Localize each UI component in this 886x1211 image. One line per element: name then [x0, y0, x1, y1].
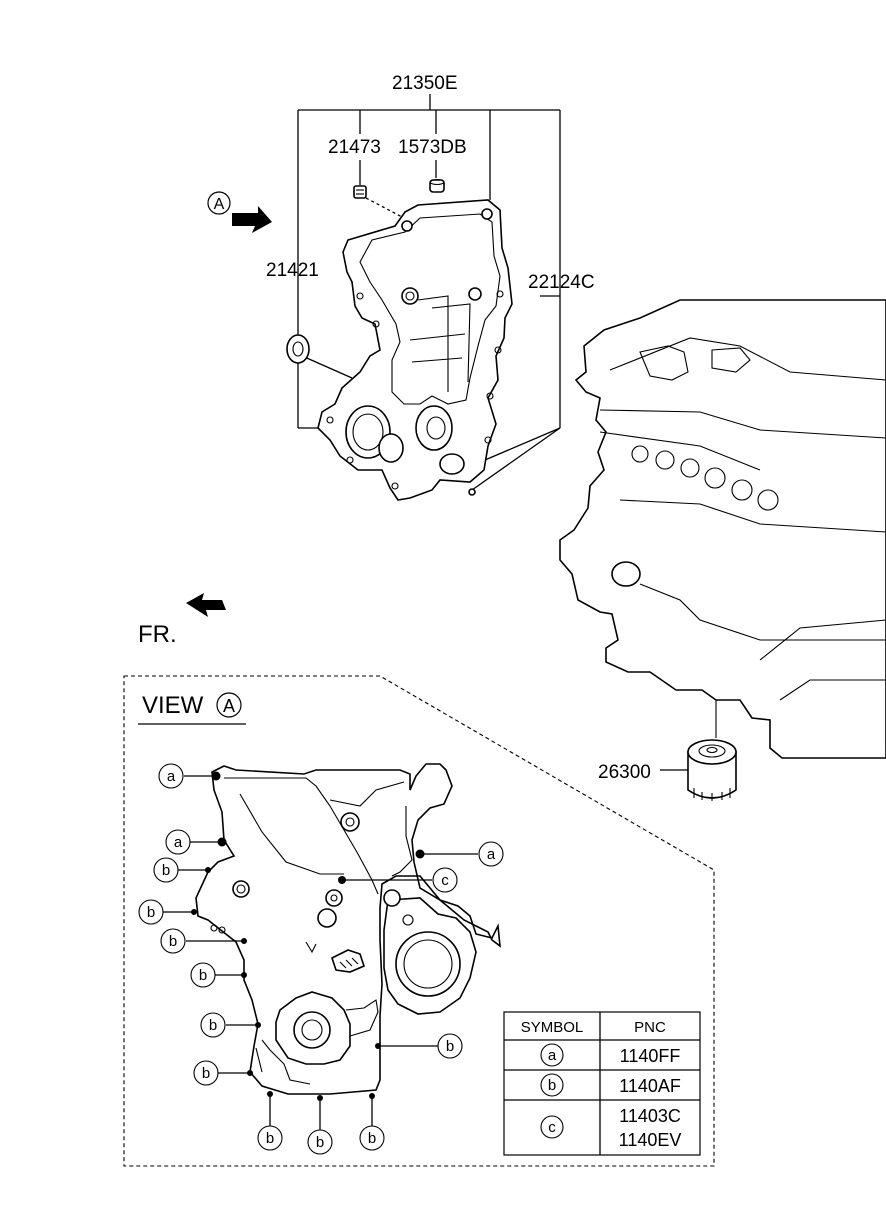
table-pnc-c2[interactable]: 1140EV: [619, 1130, 682, 1150]
view-a-leaders: [163, 775, 478, 1130]
callout-b[interactable]: b: [200, 1012, 226, 1038]
plug-icon[interactable]: [353, 185, 367, 199]
callout-a[interactable]: a: [478, 841, 504, 867]
svg-text:b: b: [368, 1130, 376, 1147]
view-title: VIEW: [142, 692, 204, 719]
callout-b[interactable]: b: [190, 962, 216, 988]
callout-b[interactable]: b: [160, 928, 186, 954]
svg-text:b: b: [147, 904, 155, 921]
callout-b[interactable]: b: [153, 857, 179, 883]
part-label-26300[interactable]: 26300: [598, 762, 651, 783]
callout-b[interactable]: b: [359, 1125, 385, 1151]
svg-text:b: b: [202, 1065, 210, 1082]
callout-b[interactable]: b: [307, 1129, 333, 1155]
svg-text:b: b: [316, 1134, 324, 1151]
callout-b[interactable]: b: [257, 1125, 283, 1151]
view-a-title: VIEW A: [138, 692, 246, 725]
table-pnc-c1[interactable]: 11403C: [619, 1106, 681, 1126]
table-header-pnc: PNC: [634, 1019, 666, 1036]
part-label-22124C[interactable]: 22124C: [528, 272, 595, 293]
callout-bubbles: a a a c b b b b b b b b b b: [138, 763, 504, 1155]
callout-b[interactable]: b: [138, 899, 164, 925]
svg-text:a: a: [487, 846, 496, 863]
svg-text:c: c: [441, 872, 449, 889]
symbol-pnc-table: SYMBOL PNC a 1140FF b 1140AF c 11403C 11…: [503, 1011, 701, 1156]
timing-cover-icon[interactable]: [317, 199, 513, 501]
view-letter: A: [223, 696, 235, 716]
oil-seal-icon[interactable]: [286, 334, 310, 364]
svg-text:b: b: [266, 1130, 274, 1147]
arrow-a-icon: A: [207, 191, 272, 233]
part-label-21473[interactable]: 21473: [328, 137, 381, 158]
callout-c[interactable]: c: [432, 867, 458, 893]
svg-text:a: a: [174, 834, 183, 851]
part-label-21350E[interactable]: 21350E: [392, 73, 458, 94]
table-symbol-a: a: [548, 1047, 557, 1064]
front-arrow-icon: FR.: [138, 593, 226, 648]
dowel-icon[interactable]: [429, 178, 445, 193]
view-a-cover-icon: [195, 763, 501, 1095]
callout-a[interactable]: a: [165, 829, 191, 855]
fastener-dots: [191, 771, 425, 1101]
svg-text:b: b: [199, 967, 207, 984]
arrow-a-letter: A: [214, 196, 225, 213]
callout-b[interactable]: b: [193, 1060, 219, 1086]
table-symbol-b: b: [548, 1077, 556, 1094]
svg-text:b: b: [209, 1017, 217, 1034]
table-header-symbol: SYMBOL: [521, 1019, 584, 1036]
svg-text:b: b: [169, 933, 177, 950]
callout-a[interactable]: a: [158, 763, 184, 789]
part-label-21421[interactable]: 21421: [266, 260, 319, 281]
part-label-1573DB[interactable]: 1573DB: [398, 137, 467, 158]
svg-text:b: b: [446, 1038, 454, 1055]
engine-block-icon: [559, 299, 886, 759]
svg-text:a: a: [167, 768, 176, 785]
callout-b[interactable]: b: [437, 1033, 463, 1059]
view-a-frame: [123, 675, 715, 1167]
table-pnc-a[interactable]: 1140FF: [620, 1046, 681, 1066]
oil-filter-icon[interactable]: [687, 739, 737, 801]
table-symbol-c: c: [548, 1119, 556, 1136]
svg-text:b: b: [162, 862, 170, 879]
front-label: FR.: [138, 621, 177, 648]
leader-lines: [297, 94, 690, 771]
table-pnc-b[interactable]: 1140AF: [619, 1076, 681, 1096]
